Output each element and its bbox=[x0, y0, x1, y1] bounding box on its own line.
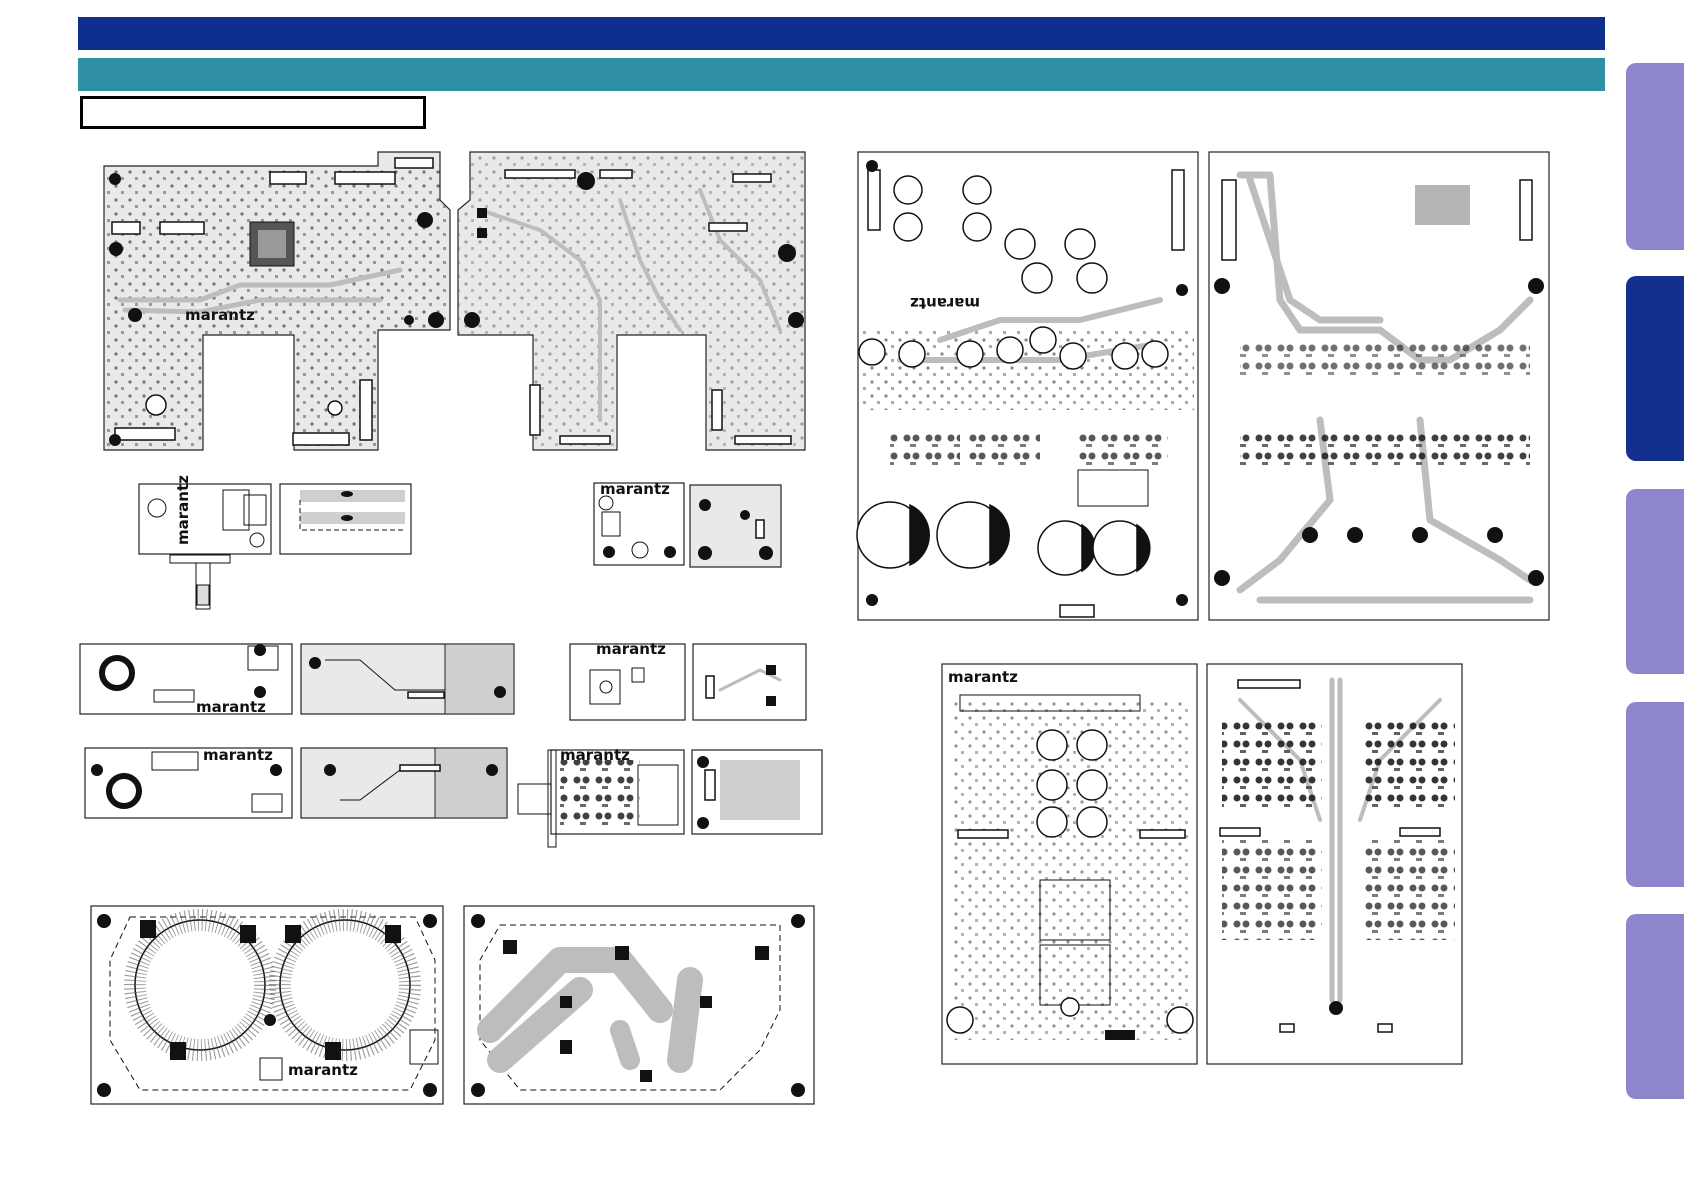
pcb-small-board-right: marantz bbox=[594, 480, 781, 567]
pcb-transformer-board: marantz bbox=[91, 906, 443, 1104]
pcb-preamp-board-solder bbox=[1207, 664, 1462, 1064]
svg-text:marantz: marantz bbox=[288, 1061, 358, 1079]
svg-text:marantz: marantz bbox=[185, 306, 255, 324]
pcb-main-top-left: marantz bbox=[104, 152, 450, 450]
svg-text:marantz: marantz bbox=[196, 698, 266, 716]
pcb-input-board-a: marantz bbox=[80, 644, 514, 716]
pcb-switch-board-solder bbox=[280, 484, 411, 554]
svg-text:marantz: marantz bbox=[600, 480, 670, 498]
pcb-input-board-b: marantz bbox=[570, 640, 806, 720]
svg-text:marantz: marantz bbox=[174, 475, 192, 545]
svg-text:marantz: marantz bbox=[560, 746, 630, 764]
pcb-power-amp-board: marantz bbox=[857, 152, 1198, 620]
pcb-power-amp-board-solder bbox=[1209, 152, 1549, 620]
pcb-main-top-left-solder bbox=[458, 152, 805, 450]
pcb-transformer-board-solder bbox=[464, 906, 814, 1104]
pcb-preamp-board: marantz bbox=[942, 664, 1197, 1064]
svg-text:marantz: marantz bbox=[948, 668, 1018, 686]
pcb-switch-board: marantz bbox=[139, 475, 271, 609]
svg-text:marantz: marantz bbox=[910, 294, 980, 312]
pcb-jack-board: marantz bbox=[518, 746, 822, 847]
svg-text:marantz: marantz bbox=[596, 640, 666, 658]
pcb-input-board-c: marantz bbox=[85, 746, 507, 818]
svg-text:marantz: marantz bbox=[203, 746, 273, 764]
